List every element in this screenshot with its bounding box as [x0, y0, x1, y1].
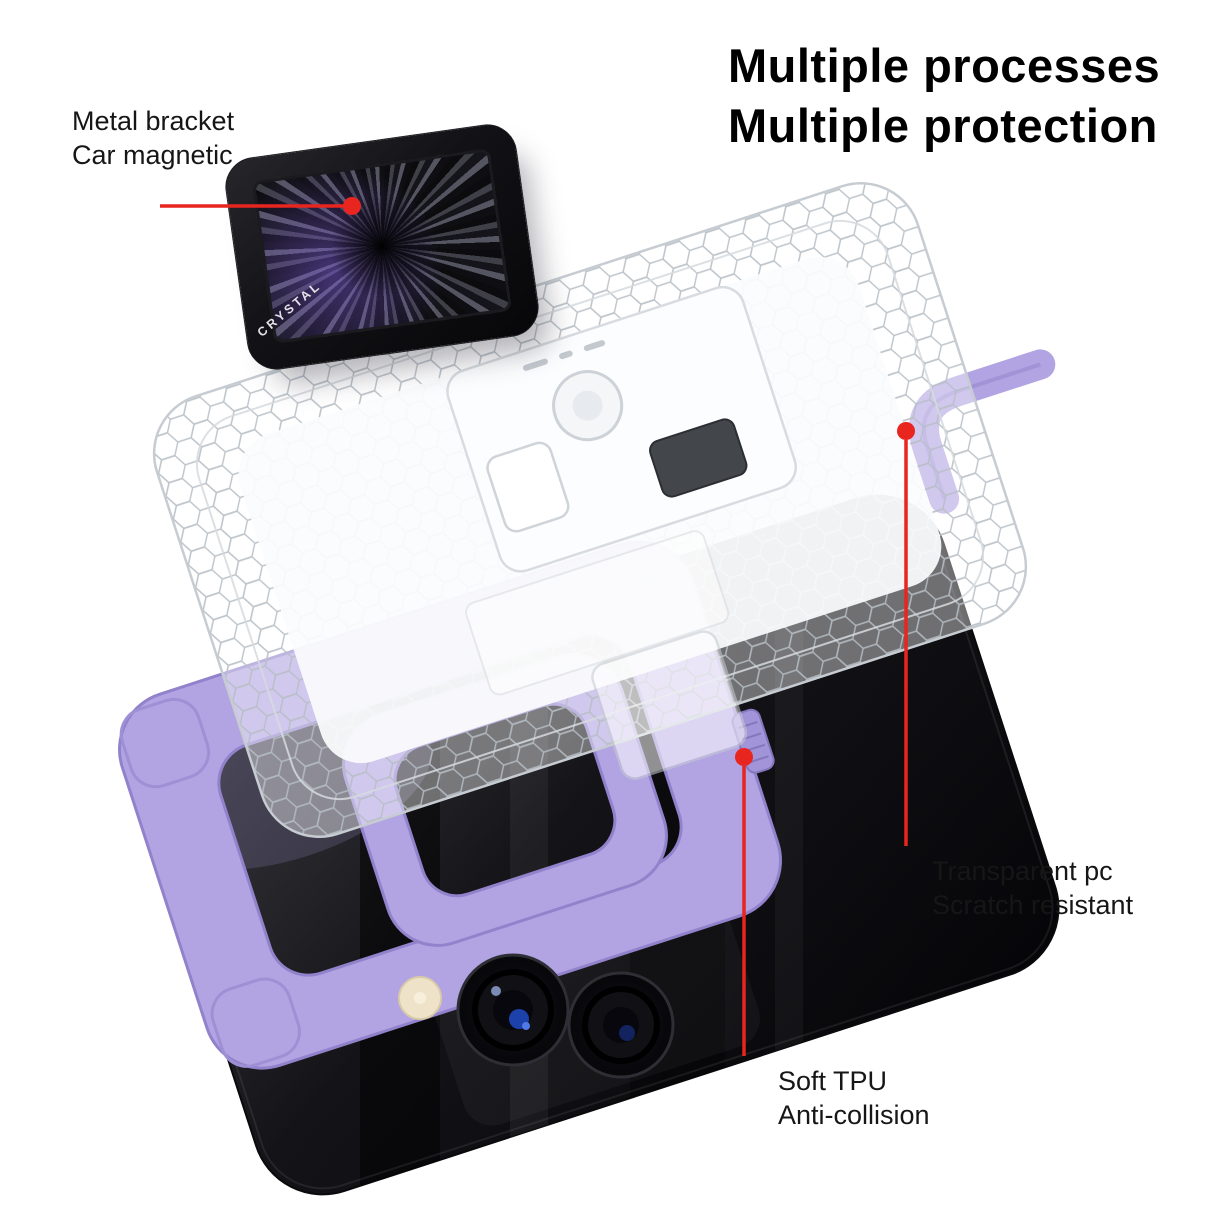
phone-camera-module — [398, 953, 675, 1079]
case-dark-slot — [649, 418, 748, 498]
transparent-pc-label-line2: Scratch resistant — [932, 890, 1134, 921]
bumper-corner-ridge — [210, 977, 301, 1068]
soft-tpu-label-line2: Anti-collision — [778, 1100, 930, 1131]
kickstand-recess — [465, 530, 730, 696]
transparent-pc-label-line1: Transparent pc — [932, 856, 1113, 886]
callout-label-transparent-pc: Transparent pc Scratch resistant — [932, 854, 1133, 923]
camera-lens-1 — [456, 953, 570, 1067]
callout-label-soft-tpu: Soft TPU Anti-collision — [778, 1064, 930, 1133]
case-camera-plate — [446, 285, 797, 573]
metal-bracket-label-line1: Metal bracket — [72, 106, 235, 136]
callout-label-metal-bracket: Metal bracket Car magnetic — [72, 104, 234, 173]
headline-line1: Multiple processes — [728, 39, 1161, 92]
headline-line2: Multiple protection — [728, 98, 1158, 152]
flash-sensor-dot — [414, 992, 426, 1004]
soft-tpu-label-line1: Soft TPU — [778, 1066, 888, 1096]
camera-lens-2 — [567, 971, 675, 1079]
kickstand-tab — [591, 630, 748, 780]
metal-bracket-label-line2: Car magnetic — [72, 140, 233, 171]
bumper-corner-ridge — [119, 697, 211, 789]
headline: Multiple processes Multiple protection — [728, 36, 1160, 155]
